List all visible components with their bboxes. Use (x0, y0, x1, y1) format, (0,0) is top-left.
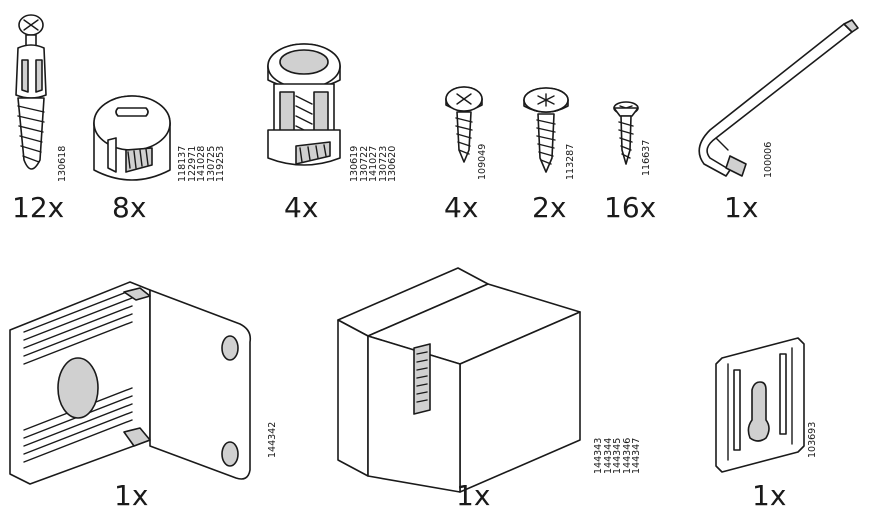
quantity-label: 4x (444, 191, 479, 224)
article-number-144342: 144342 (267, 421, 278, 458)
quantity-label: 4x (284, 191, 319, 224)
quantity-label: 1x (724, 191, 759, 224)
quantity-label: 1x (114, 479, 149, 512)
pan-head-screw-icon (445, 86, 483, 163)
part-spring-cam-housing: 130619 130722 141027 130723 130620 4x (260, 0, 440, 230)
article-numbers: 118137 122971 141028 130725 119253 (177, 145, 226, 182)
article-number-109049: 109049 (477, 143, 488, 180)
quantity-label: 1x (456, 479, 491, 512)
large-screw-icon (523, 87, 569, 173)
quantity-label: 16x (604, 191, 657, 224)
article-number-113287: 113287 (565, 143, 576, 180)
part-keyhole-plate: 103693 1x (700, 260, 881, 519)
part-cam-dowel: 130618 12x (0, 0, 90, 230)
part-small-screw: 116637 16x (590, 0, 680, 230)
cam-housing-icon (267, 43, 341, 166)
part-wooden-corner-bracket: 144343 144344 144345 144346 144347 1x (330, 260, 642, 519)
quantity-label: 12x (12, 191, 65, 224)
article-number-100006: 100006 (763, 141, 774, 178)
article-number-103693: 103693 (807, 421, 818, 458)
part-metal-angle-bracket: 144342 1x (0, 260, 290, 519)
quantity-label: 2x (532, 191, 567, 224)
article-numbers: 130619 130722 141027 130723 130620 (349, 145, 398, 182)
keyhole-plate-icon (715, 337, 805, 473)
article-number-130618: 130618 (57, 145, 68, 182)
article-number-116637: 116637 (641, 139, 652, 176)
part-allen-key: 100006 1x (680, 0, 880, 230)
part-cam-lock-nut: 118137 122971 141028 130725 119253 8x (90, 0, 250, 230)
small-screw-icon (613, 101, 639, 165)
part-pan-head-screw: 109049 4x (430, 0, 520, 230)
corner-block-icon (337, 267, 581, 493)
quantity-label: 1x (752, 479, 787, 512)
article-numbers: 144343 144344 144345 144346 144347 (593, 437, 642, 474)
cam-lock-nut-icon (93, 95, 171, 181)
allen-key-icon (698, 19, 859, 177)
quantity-label: 8x (112, 191, 147, 224)
part-large-pan-head-screw: 113287 2x (510, 0, 600, 230)
angle-bracket-icon (9, 281, 252, 485)
cam-lock-dowel-icon (15, 14, 47, 170)
